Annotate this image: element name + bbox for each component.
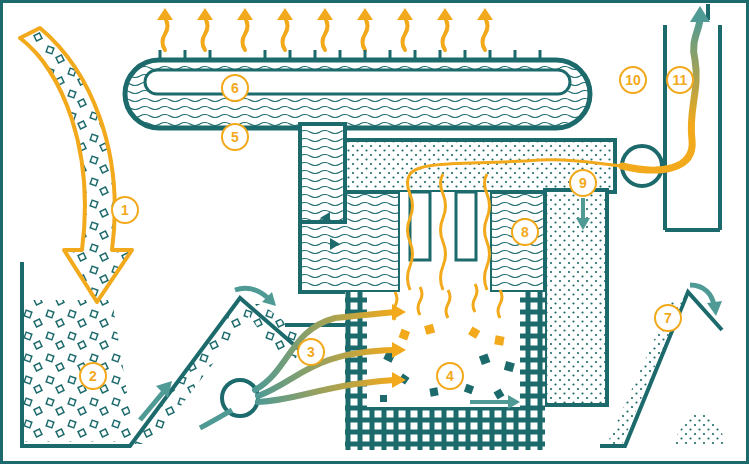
arrowhead [277, 8, 293, 20]
waste-piece [464, 384, 474, 394]
arrowhead [392, 304, 406, 388]
waste-delivery-arrow [20, 28, 132, 302]
callout-number: 5 [231, 130, 239, 144]
callout-number: 6 [231, 81, 239, 95]
flames [393, 284, 502, 320]
callout-number: 7 [664, 311, 672, 325]
burning-waste [380, 324, 515, 402]
grate-wall [520, 292, 545, 407]
arrowhead [690, 6, 710, 22]
flame [446, 290, 450, 318]
callout-circle: 9 [569, 169, 597, 197]
arrowhead [237, 8, 253, 20]
hot-gas [408, 160, 626, 290]
hot-gas [441, 174, 446, 290]
arrowhead [576, 218, 590, 230]
ash-arrow [690, 285, 714, 305]
callout-circle: 7 [654, 304, 682, 332]
callout-circle: 2 [79, 362, 107, 390]
flame [473, 284, 477, 312]
callout-circle: 5 [221, 123, 249, 151]
callout-circle: 4 [436, 362, 464, 390]
waste-piece [494, 335, 504, 345]
steam-arrow [403, 18, 408, 50]
waste-piece [468, 327, 480, 339]
arrowhead [508, 395, 520, 409]
ash-flow-arrow [470, 400, 510, 404]
flow-arrow [581, 198, 585, 220]
callout-circle: 6 [221, 74, 249, 102]
waste-piece [380, 395, 387, 402]
conveyor-arrow [235, 288, 270, 300]
callout-number: 10 [625, 73, 641, 87]
waste-piece [424, 324, 435, 335]
arrowhead [317, 8, 333, 20]
callout-circle: 10 [619, 66, 647, 94]
callout-number: 9 [579, 176, 587, 190]
callout-number: 8 [521, 225, 529, 239]
air-intake [200, 410, 232, 428]
conveyor-arrow [140, 390, 165, 420]
callout-number: 4 [446, 369, 454, 383]
flue-gas-stream [622, 18, 700, 170]
ash-pile [672, 413, 728, 446]
callout-number: 11 [673, 73, 688, 87]
arrowhead [707, 301, 722, 316]
downcomer-pipe [300, 124, 345, 224]
callout-circle: 1 [111, 196, 139, 224]
air-arrows [255, 312, 395, 402]
air-arrow [258, 380, 395, 402]
tube-bundle [456, 192, 476, 260]
steam-pipe [145, 70, 570, 94]
arrowhead [157, 8, 173, 20]
water-wall [490, 190, 545, 292]
waste-piece [504, 361, 515, 372]
arrowhead [477, 8, 493, 20]
steam-arrow [363, 18, 368, 50]
steam-arrow [283, 18, 288, 50]
steam-arrows [163, 18, 488, 50]
hot-gases [408, 160, 626, 290]
flow-marker [320, 212, 330, 224]
waste-piece [429, 387, 438, 396]
flame [418, 287, 422, 315]
callout-circle: 11 [666, 66, 694, 94]
callout-number: 2 [89, 369, 97, 383]
arrowhead [262, 292, 276, 306]
flow-marker [330, 238, 340, 250]
steam-arrow [323, 18, 328, 50]
conveyor-fill [132, 304, 258, 444]
flame [498, 290, 502, 318]
steam-arrow [443, 18, 448, 50]
arrowhead [397, 8, 413, 20]
waste-piece [399, 329, 411, 341]
steam-arrow [243, 18, 248, 50]
arrowhead [197, 8, 213, 20]
ash-on-conveyor [607, 300, 683, 444]
callout-number: 3 [307, 345, 315, 359]
arrowhead [437, 8, 453, 20]
steam-arrow [203, 18, 208, 50]
steam-arrowheads [157, 8, 493, 20]
steam-arrow [163, 18, 168, 50]
waste-piece [479, 354, 491, 366]
steam-arrow [483, 18, 488, 50]
boiler-drum [125, 60, 590, 128]
waste-piece [494, 389, 505, 400]
arrowhead [156, 381, 172, 398]
callout-circle: 3 [297, 338, 325, 366]
arrowhead [357, 8, 373, 20]
ash-duct [545, 190, 607, 405]
callout-circle: 8 [511, 218, 539, 246]
bunker-conveyor-outline [22, 262, 300, 446]
water-wall [300, 190, 400, 292]
callout-number: 1 [121, 203, 129, 217]
grate [345, 407, 545, 450]
hot-gas [485, 174, 490, 290]
waste-bunker-fill [24, 300, 135, 442]
